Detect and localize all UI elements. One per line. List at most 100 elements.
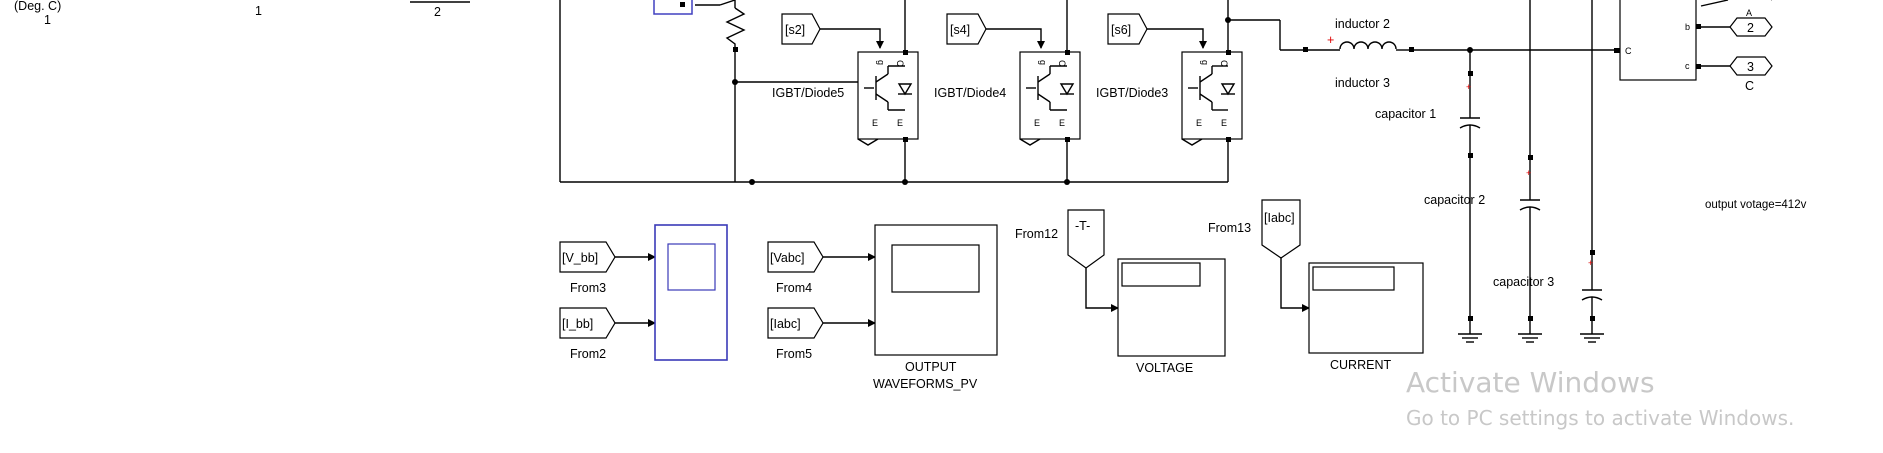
from-tag-vabc[interactable]: [Vabc]	[767, 241, 824, 273]
output-waveforms-scope-block[interactable]	[874, 224, 998, 356]
svg-text:+: +	[1327, 33, 1334, 47]
port-marker	[680, 2, 685, 7]
from-tag-s4[interactable]: [s4]	[946, 13, 987, 45]
from-tag-v-bb[interactable]: [V_bb]	[559, 241, 616, 273]
output-voltage-annotation: output votage=412v	[1705, 199, 1807, 211]
junction-dot	[1064, 179, 1070, 185]
gate-signal-wire	[1147, 28, 1207, 49]
igbt-diode4-block[interactable]: g C E E	[1019, 50, 1081, 146]
igbt4-label: IGBT/Diode4	[934, 86, 1006, 100]
port-marker	[733, 47, 738, 52]
svg-text:C: C	[1625, 46, 1632, 56]
junction-dot	[902, 179, 908, 185]
clipped-source-block[interactable]	[653, 0, 693, 15]
port-number-label: 1	[255, 4, 262, 18]
output-scope-label-line2: WAVEFORMS_PV	[873, 377, 978, 391]
resistor-icon[interactable]	[725, 7, 746, 50]
gate-signal-wire	[986, 28, 1045, 49]
from3-label: From3	[570, 281, 606, 295]
outport-c-label: C	[1745, 79, 1754, 93]
from12-label: From12	[1015, 227, 1058, 241]
svg-text:g: g	[876, 60, 886, 65]
svg-text:+: +	[1588, 258, 1593, 268]
outport-a-label: A	[1746, 8, 1752, 18]
signal-wire	[1280, 258, 1310, 312]
from-tag-i-bb[interactable]: [I_bb]	[559, 307, 616, 339]
svg-text:[s2]: [s2]	[785, 23, 805, 37]
svg-text:E: E	[872, 118, 878, 128]
from-tag-iabc[interactable]: [Iabc]	[767, 307, 824, 339]
from4-label: From4	[776, 281, 812, 295]
svg-text:[Iabc]: [Iabc]	[770, 317, 801, 331]
capacitor-2-block[interactable]: +	[1519, 155, 1541, 235]
svg-text:[s4]: [s4]	[950, 23, 970, 37]
from-tag-s2[interactable]: [s2]	[781, 13, 821, 45]
svg-text:b: b	[1685, 22, 1690, 32]
svg-text:g: g	[1200, 60, 1210, 65]
current-scope-label: CURRENT	[1330, 358, 1391, 372]
port-number-label: 1	[44, 13, 51, 27]
svg-text:E: E	[1034, 118, 1040, 128]
svg-text:C: C	[895, 60, 905, 67]
igbt3-label: IGBT/Diode3	[1096, 86, 1168, 100]
igbt5-label: IGBT/Diode5	[772, 86, 844, 100]
svg-text:[I_bb]: [I_bb]	[562, 317, 593, 331]
svg-text:E: E	[1221, 118, 1227, 128]
inductor-3-label: inductor 3	[1335, 76, 1390, 90]
from5-label: From5	[776, 347, 812, 361]
from-tag-s6[interactable]: [s6]	[1107, 13, 1148, 45]
from-tag-t[interactable]: -T-	[1067, 209, 1105, 269]
capacitor-1-label: capacitor 1	[1375, 107, 1436, 121]
outport-b[interactable]: 2	[1729, 17, 1773, 37]
signal-wire	[1085, 268, 1119, 312]
svg-text:3: 3	[1747, 60, 1754, 74]
inductor-2-label: inductor 2	[1335, 17, 1390, 31]
output-scope-label-line1: OUTPUT	[905, 360, 957, 374]
inductor-2-block[interactable]: +	[1303, 33, 1414, 52]
outport-wire	[1700, 0, 1729, 7]
voltage-scope-block[interactable]	[1117, 258, 1226, 357]
activate-windows-watermark-subtitle: Go to PC settings to activate Windows.	[1406, 406, 1794, 430]
port-number-label: 2	[434, 5, 441, 19]
capacitor-2-label: capacitor 2	[1424, 193, 1485, 207]
svg-text:-T-: -T-	[1075, 219, 1090, 233]
junction-dot	[749, 179, 755, 185]
svg-text:[Iabc]: [Iabc]	[1264, 211, 1295, 225]
voltage-scope-label: VOLTAGE	[1136, 361, 1193, 375]
svg-text:E: E	[1196, 118, 1202, 128]
igbt-diode3-block[interactable]: g C E E	[1181, 50, 1243, 146]
ground-icon	[1580, 316, 1604, 343]
capacitor-3-block[interactable]: +	[1581, 250, 1603, 318]
ground-icon	[1518, 316, 1542, 343]
ground-icon	[1458, 316, 1482, 343]
junction-dot	[732, 79, 738, 85]
outport-c[interactable]: 3	[1729, 56, 1773, 76]
capacitor-1-block[interactable]: +	[1459, 71, 1481, 158]
igbt-diode5-block[interactable]: g C E E	[857, 50, 919, 146]
from13-label: From13	[1208, 221, 1251, 235]
svg-text:c: c	[1685, 61, 1690, 71]
svg-text:g: g	[1038, 60, 1048, 65]
svg-text:[s6]: [s6]	[1111, 23, 1131, 37]
three-phase-measurement-block[interactable]: C b c	[1614, 0, 1701, 81]
svg-text:[V_bb]: [V_bb]	[562, 251, 598, 265]
activate-windows-watermark-title: Activate Windows	[1406, 366, 1655, 399]
junction-dot	[1225, 17, 1231, 23]
wire	[719, 0, 736, 6]
svg-text:C: C	[1057, 60, 1067, 67]
capacitor-3-label: capacitor 3	[1493, 275, 1554, 289]
gate-signal-wire	[820, 28, 884, 49]
svg-text:[Vabc]: [Vabc]	[770, 251, 805, 265]
svg-text:E: E	[897, 118, 903, 128]
temperature-unit-label: (Deg. C)	[14, 0, 61, 13]
svg-text:C: C	[1219, 60, 1229, 67]
current-scope-block[interactable]	[1308, 262, 1424, 354]
from-tag-iabc-2[interactable]: [Iabc]	[1261, 199, 1301, 259]
battery-scope-block[interactable]	[654, 224, 728, 361]
svg-text:E: E	[1059, 118, 1065, 128]
svg-text:+: +	[1526, 168, 1531, 178]
svg-text:+: +	[1466, 82, 1471, 92]
from2-label: From2	[570, 347, 606, 361]
svg-text:2: 2	[1747, 21, 1754, 35]
